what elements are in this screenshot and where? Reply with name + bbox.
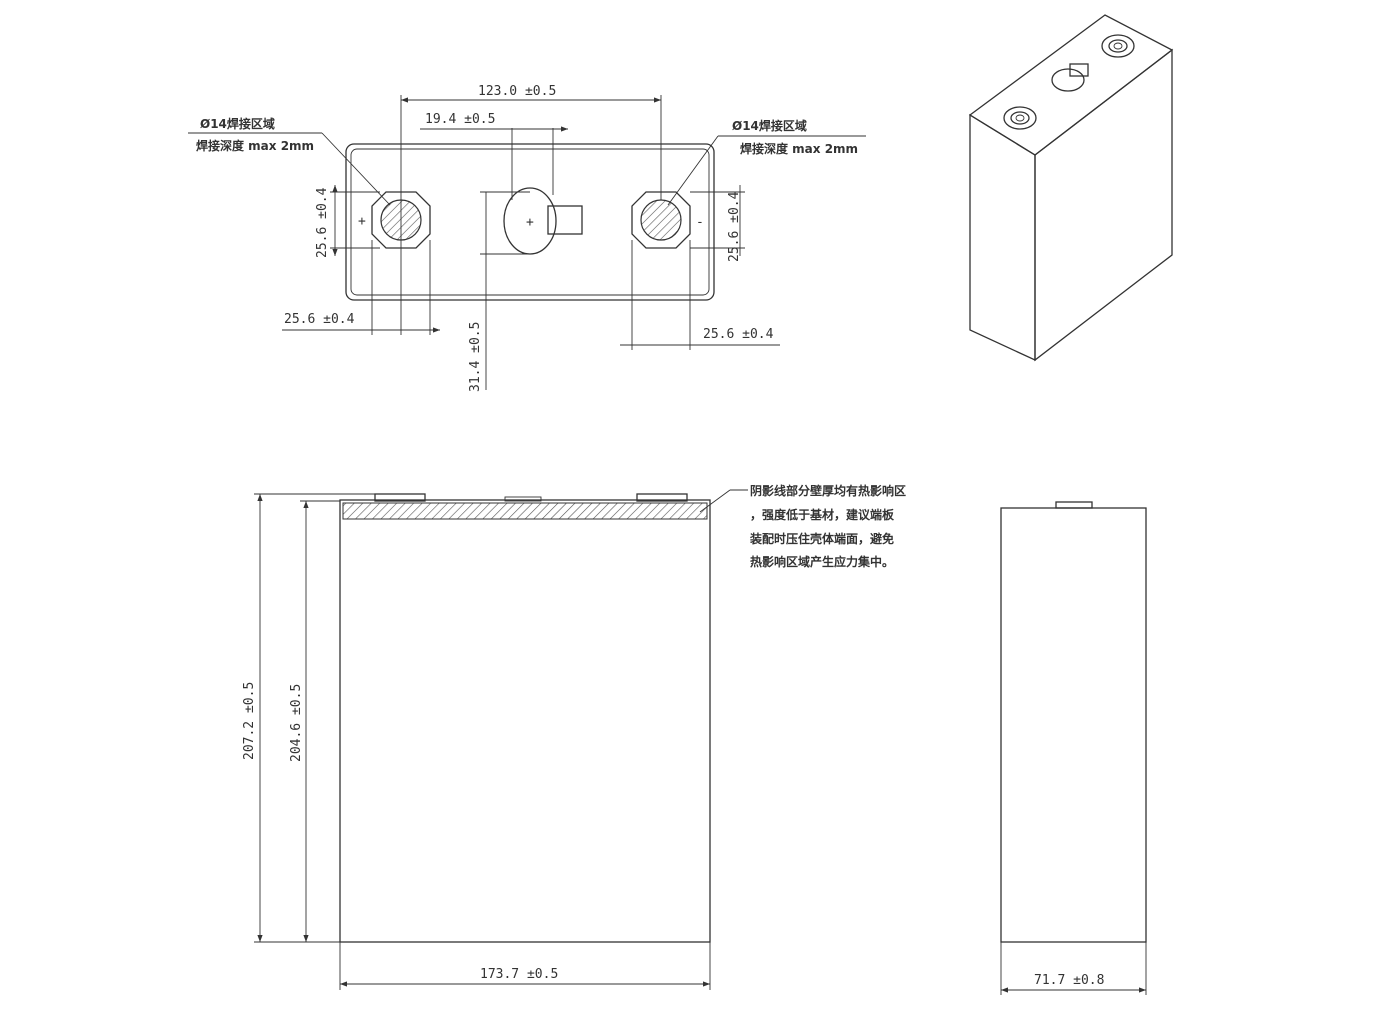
side-view: 71.7 ±0.8 (1000, 501, 1147, 995)
iso-terminal-left (1003, 106, 1037, 130)
iso-terminal-right (1101, 34, 1135, 58)
front-body (339, 499, 711, 943)
positive-mark: + (358, 214, 366, 229)
note-line-4: 热影响区域产生应力集中。 (750, 554, 894, 569)
front-view: 207.2 ±0.5 204.6 ±0.5 173.7 ±0.5 阴影线部分壁厚… (242, 483, 906, 990)
dim-width-123: 123.0 ±0.5 (478, 84, 556, 99)
right-weld-zone-note: Ø14焊接区域 (732, 118, 807, 133)
negative-mark: - (696, 215, 704, 230)
heat-affected-zone (342, 502, 708, 520)
front-vent (504, 496, 542, 502)
dim-side-thickness: 71.7 ±0.8 (1034, 973, 1104, 988)
dim-depth: 31.4 ±0.5 (468, 322, 483, 392)
side-body (1000, 507, 1147, 943)
left-weld-zone-note: Ø14焊接区域 (200, 116, 275, 131)
note-line-1: 阴影线部分壁厚均有热影响区 (750, 483, 906, 498)
top-outline-inner (350, 148, 710, 296)
front-terminal-right (636, 493, 688, 502)
note-line-2: ，强度低于基材，建议端板 (750, 507, 895, 522)
note-line-3: 装配时压住壳体端面，避免 (749, 531, 894, 546)
safety-vent: + (503, 187, 583, 255)
dim-total-height: 207.2 ±0.5 (242, 682, 257, 760)
dim-left-height: 25.6 ±0.4 (315, 187, 330, 258)
dim-body-height: 204.6 ±0.5 (289, 684, 304, 762)
dim-front-width: 173.7 ±0.5 (480, 967, 558, 982)
top-outline-outer (345, 143, 715, 301)
left-weld-depth-note: 焊接深度 max 2mm (196, 138, 314, 153)
right-terminal (631, 191, 691, 249)
iso-vent (1051, 63, 1089, 92)
right-weld-depth-note: 焊接深度 max 2mm (740, 141, 858, 156)
dim-offset-19: 19.4 ±0.5 (425, 112, 495, 127)
dim-right-height: 25.6 ±0.4 (727, 191, 742, 262)
vent-mark: + (526, 215, 534, 230)
dim-left-bottom: 25.6 ±0.4 (284, 312, 355, 327)
top-view: + + - 123.0 ±0.5 19.4 ±0.5 Ø14焊接区域 焊接深度 … (188, 84, 866, 392)
dim-right-bottom: 25.6 ±0.4 (703, 327, 774, 342)
isometric-view (968, 14, 1174, 362)
side-terminal (1055, 501, 1093, 509)
front-terminal-left (374, 493, 426, 502)
